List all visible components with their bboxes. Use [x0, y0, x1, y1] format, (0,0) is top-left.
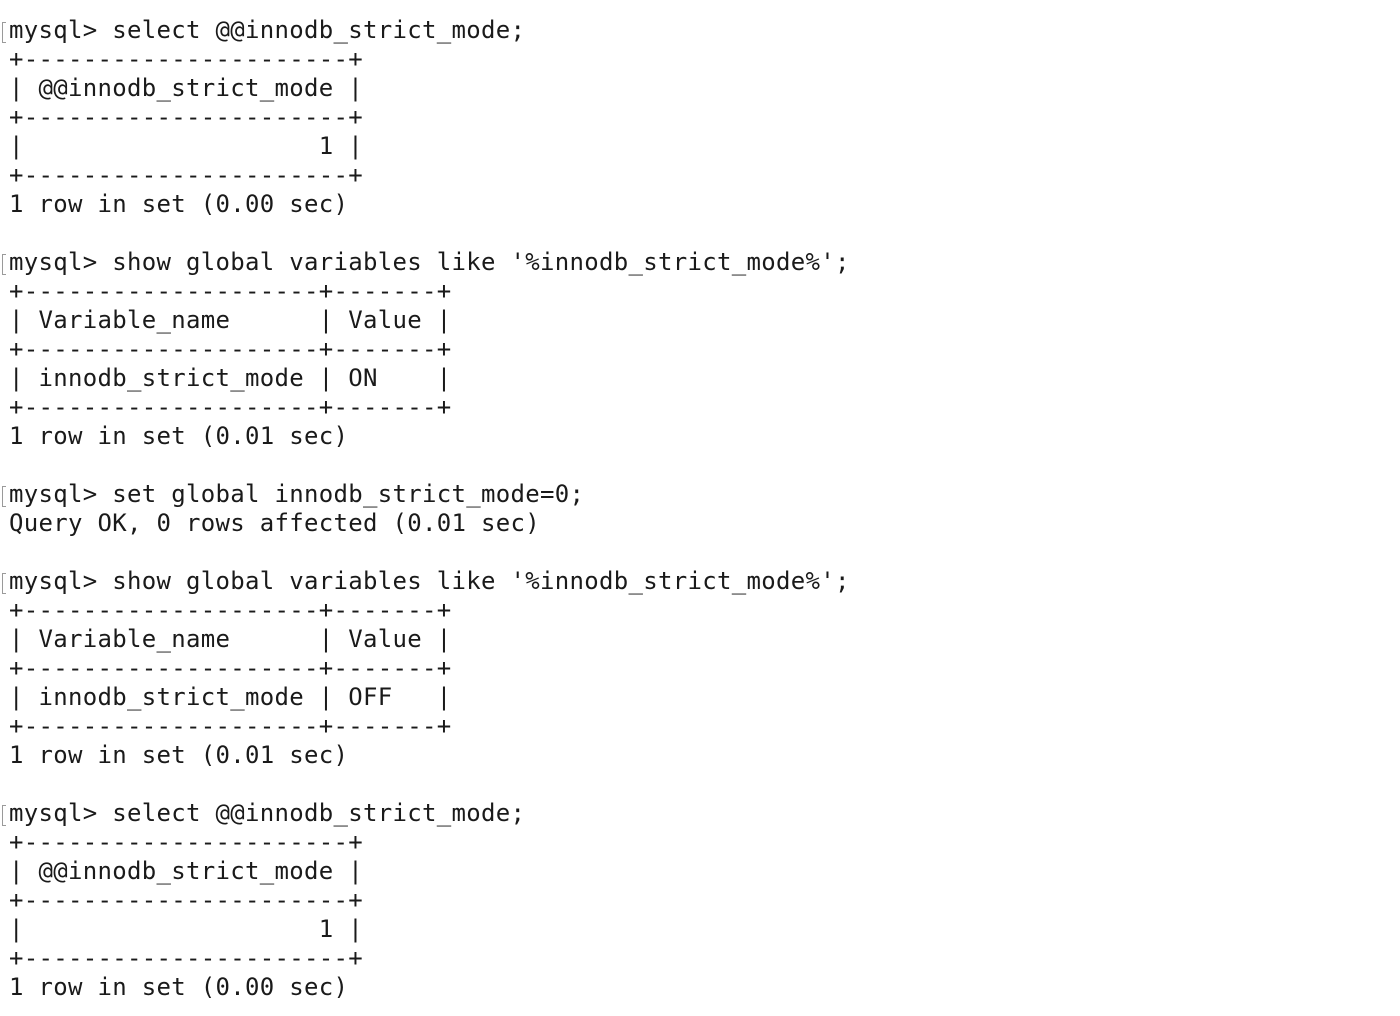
command-line: mysql> set global innodb_strict_mode=0;: [2, 480, 1389, 509]
output-line: +--------------------+-------+: [9, 712, 452, 740]
command-line: mysql> show global variables like '%inno…: [2, 248, 1389, 277]
output-line: +----------------------+: [9, 161, 363, 189]
output-line: 1 row in set (0.01 sec): [9, 741, 349, 769]
command-line: mysql> select @@innodb_strict_mode;: [2, 16, 1389, 45]
output-line: +--------------------+-------+: [9, 277, 452, 305]
output-line: 1 row in set (0.00 sec): [9, 190, 349, 218]
output-line: +----------------------+: [9, 828, 363, 856]
output-line: | @@innodb_strict_mode |: [9, 857, 363, 885]
output-line: 1 row in set (0.01 sec): [9, 422, 349, 450]
output-line: Query OK, 0 rows affected (0.01 sec): [9, 509, 540, 537]
command-line: mysql> show global variables like '%inno…: [2, 567, 1389, 596]
output-line: | 1 |: [9, 915, 363, 943]
output-line: | innodb_strict_mode | ON |: [9, 364, 452, 392]
blank-line: [9, 451, 1389, 480]
blank-line: [9, 219, 1389, 248]
output-line: +--------------------+-------+: [9, 654, 452, 682]
output-line: +----------------------+: [9, 45, 363, 73]
blank-line: [9, 770, 1389, 799]
output-line: | 1 |: [9, 132, 363, 160]
output-line: | Variable_name | Value |: [9, 625, 452, 653]
output-line: +--------------------+-------+: [9, 335, 452, 363]
output-line: +----------------------+: [9, 944, 363, 972]
output-line: +--------------------+-------+: [9, 393, 452, 421]
output-line: 1 row in set (0.00 sec): [9, 973, 349, 1001]
output-line: | innodb_strict_mode | OFF |: [9, 683, 452, 711]
output-line: +----------------------+: [9, 103, 363, 131]
terminal-output[interactable]: mysql> select @@innodb_strict_mode;+----…: [2, 16, 1389, 1002]
output-line: +--------------------+-------+: [9, 596, 452, 624]
output-line: | Variable_name | Value |: [9, 306, 452, 334]
output-line: +----------------------+: [9, 886, 363, 914]
command-line: mysql> select @@innodb_strict_mode;: [2, 799, 1389, 828]
blank-line: [9, 538, 1389, 567]
output-line: | @@innodb_strict_mode |: [9, 74, 363, 102]
